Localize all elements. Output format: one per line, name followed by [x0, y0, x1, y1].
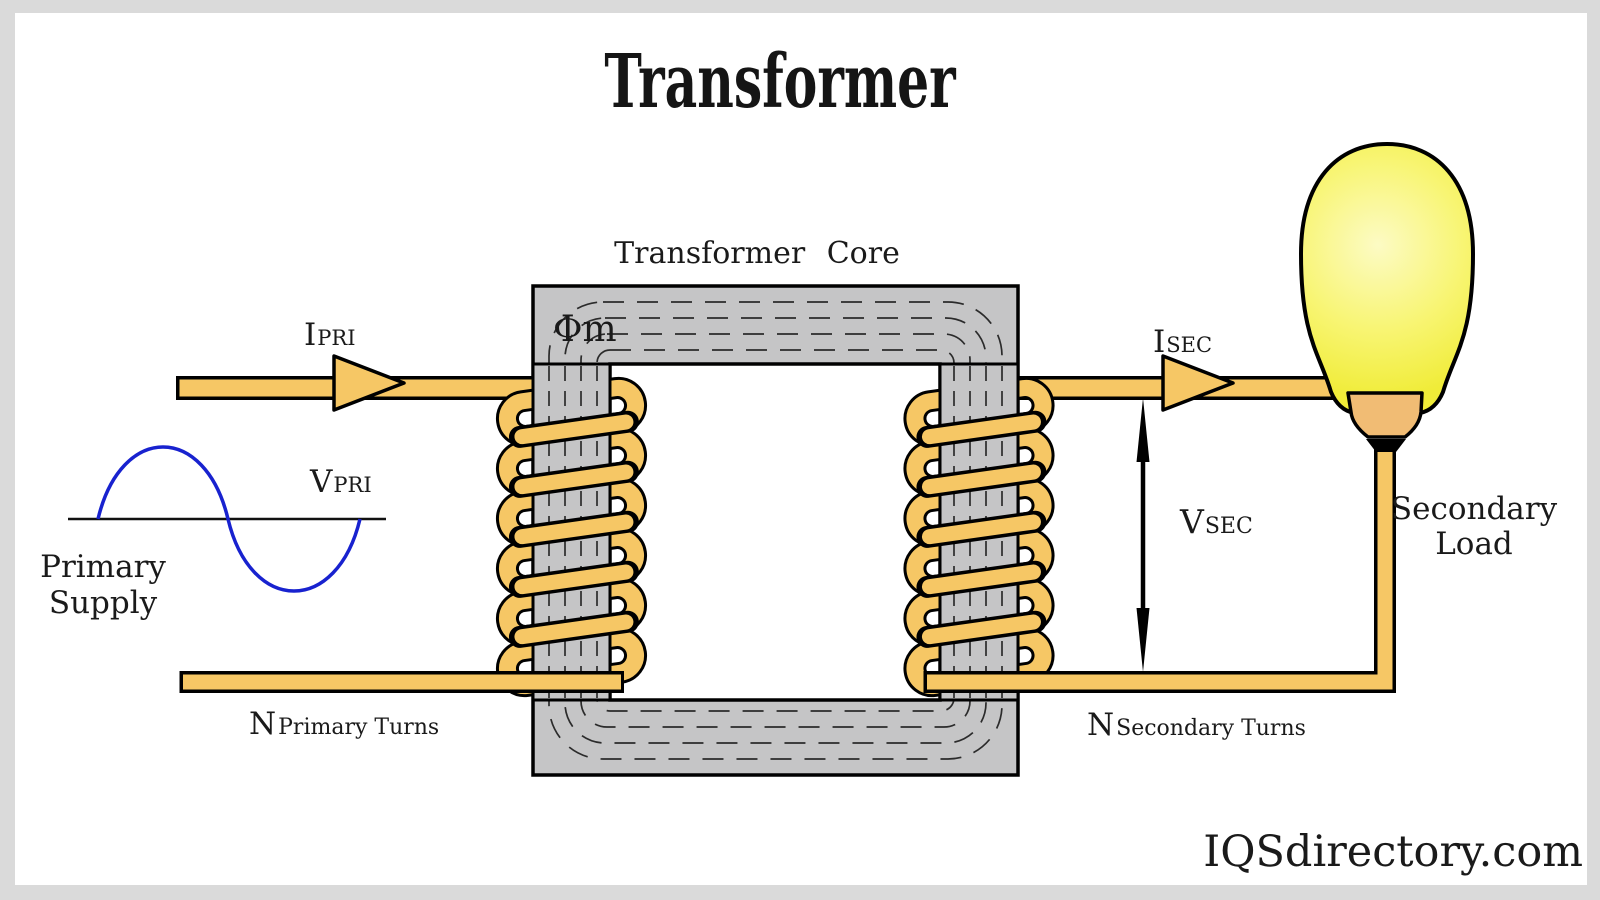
secondary-voltage-label: VSEC: [1179, 502, 1253, 541]
sine-wave-icon: [96, 445, 362, 593]
flux-loop: [564, 317, 987, 744]
primary-turns-label: NPrimary Turns: [249, 706, 439, 742]
secondary-voltage-main: V: [1179, 502, 1205, 541]
title-group: Transformer: [604, 38, 956, 125]
secondary-current-label: ISEC: [1153, 324, 1212, 360]
primary-current-sub: PRI: [317, 326, 355, 350]
secondary-load-label-line2: Load: [1435, 526, 1513, 562]
secondary-current-main: I: [1153, 324, 1165, 360]
primary-supply-label-line2: Supply: [49, 585, 158, 621]
secondary-front-turns: [916, 410, 1047, 648]
primary-supply-waveform: [68, 445, 386, 593]
secondary-current-arrow-icon: [1161, 354, 1235, 412]
primary-turns-sub: Primary Turns: [278, 715, 439, 740]
secondary-current-sub: SEC: [1166, 333, 1212, 357]
primary-current-label: IPRI: [304, 317, 356, 353]
primary-front-turns: [508, 410, 639, 648]
secondary-voltage-sub: SEC: [1205, 514, 1253, 539]
primary-voltage-label: VPRI: [309, 464, 372, 500]
primary-coil: [179, 362, 648, 702]
primary-current-arrow-icon: [332, 354, 406, 412]
secondary-coil: [903, 362, 1396, 702]
labels: Transformer Core Φm IPRI VPRI Primary Su…: [40, 236, 1583, 877]
page-title: Transformer: [604, 38, 956, 125]
secondary-load-wire: [927, 444, 1393, 690]
secondary-turns-main: N: [1087, 707, 1114, 743]
primary-voltage-main: V: [309, 464, 333, 500]
primary-current-main: I: [304, 317, 316, 353]
bulb-glass-icon: [1298, 141, 1476, 415]
primary-supply-label-line1: Primary: [40, 549, 166, 585]
secondary-turns-label: NSecondary Turns: [1087, 707, 1306, 743]
primary-turns-main: N: [249, 706, 276, 742]
current-arrows: [332, 354, 1235, 412]
bulb-socket-icon: [1346, 391, 1424, 439]
vsec-arrow: [1136, 398, 1150, 672]
vsec-arrow-up-icon: [1136, 398, 1150, 462]
secondary-load-label-line1: Secondary: [1391, 491, 1558, 527]
secondary-turns-sub: Secondary Turns: [1116, 716, 1306, 741]
bulb-tip-icon: [1366, 439, 1406, 452]
flux-label: Φm: [553, 309, 617, 350]
primary-voltage-sub: PRI: [333, 473, 371, 497]
core-label: Transformer Core: [614, 236, 900, 271]
watermark: IQSdirectory.com: [1203, 827, 1583, 877]
vsec-arrow-down-icon: [1136, 608, 1150, 672]
light-bulb: [1298, 141, 1476, 452]
